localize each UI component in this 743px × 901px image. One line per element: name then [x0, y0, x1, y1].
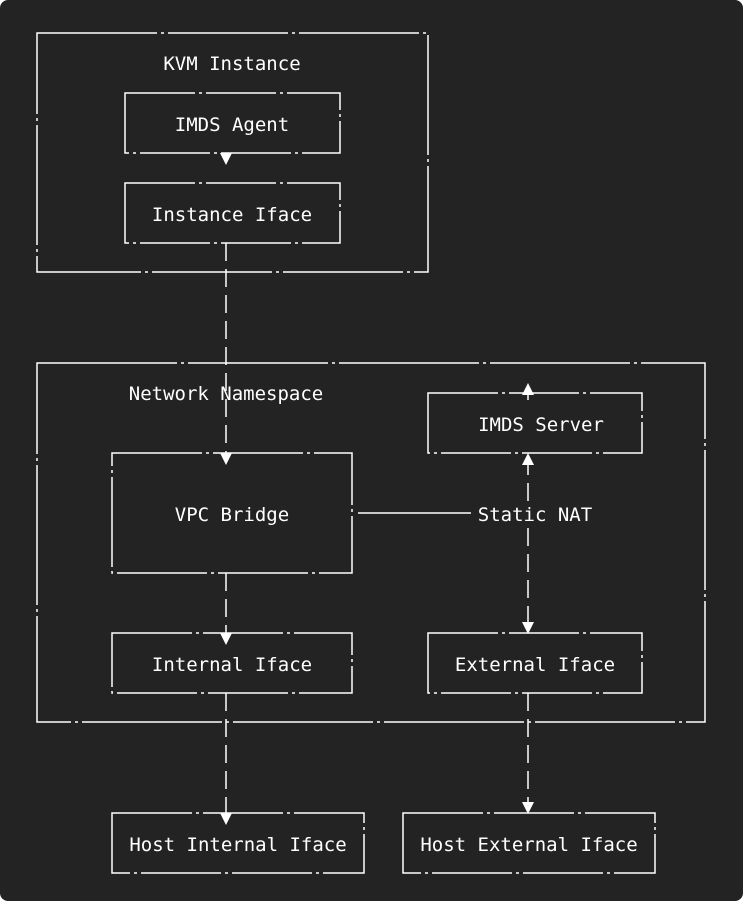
- external-iface-label: External Iface: [455, 654, 615, 676]
- host-internal-iface-node: Host Internal Iface: [111, 812, 365, 874]
- imds-server-node: IMDS Server: [427, 392, 643, 454]
- vpc-bridge-node: VPC Bridge: [111, 452, 353, 574]
- kvm-instance-label: KVM Instance: [163, 53, 300, 75]
- instance-iface-node: Instance Iface: [124, 182, 341, 244]
- imds-server-label: IMDS Server: [478, 414, 604, 436]
- static-nat-node: Static NAT: [478, 504, 592, 526]
- imds-agent-label: IMDS Agent: [175, 114, 289, 136]
- internal-iface-node: Internal Iface: [111, 632, 353, 694]
- network-namespace-label: Network Namespace: [129, 383, 323, 405]
- connectors: [220, 153, 534, 825]
- imds-agent-node: IMDS Agent: [124, 92, 341, 154]
- host-internal-iface-label: Host Internal Iface: [129, 834, 346, 856]
- host-external-iface-node: Host External Iface: [402, 812, 656, 874]
- external-iface-node: External Iface: [427, 632, 643, 694]
- instance-iface-label: Instance Iface: [152, 204, 312, 226]
- internal-iface-label: Internal Iface: [152, 654, 312, 676]
- vpc-bridge-label: VPC Bridge: [175, 504, 289, 526]
- host-external-iface-label: Host External Iface: [420, 834, 637, 856]
- static-nat-label: Static NAT: [478, 504, 592, 526]
- kvm-instance-group: KVM Instance: [36, 32, 429, 273]
- network-namespace-group: Network Namespace: [36, 362, 706, 723]
